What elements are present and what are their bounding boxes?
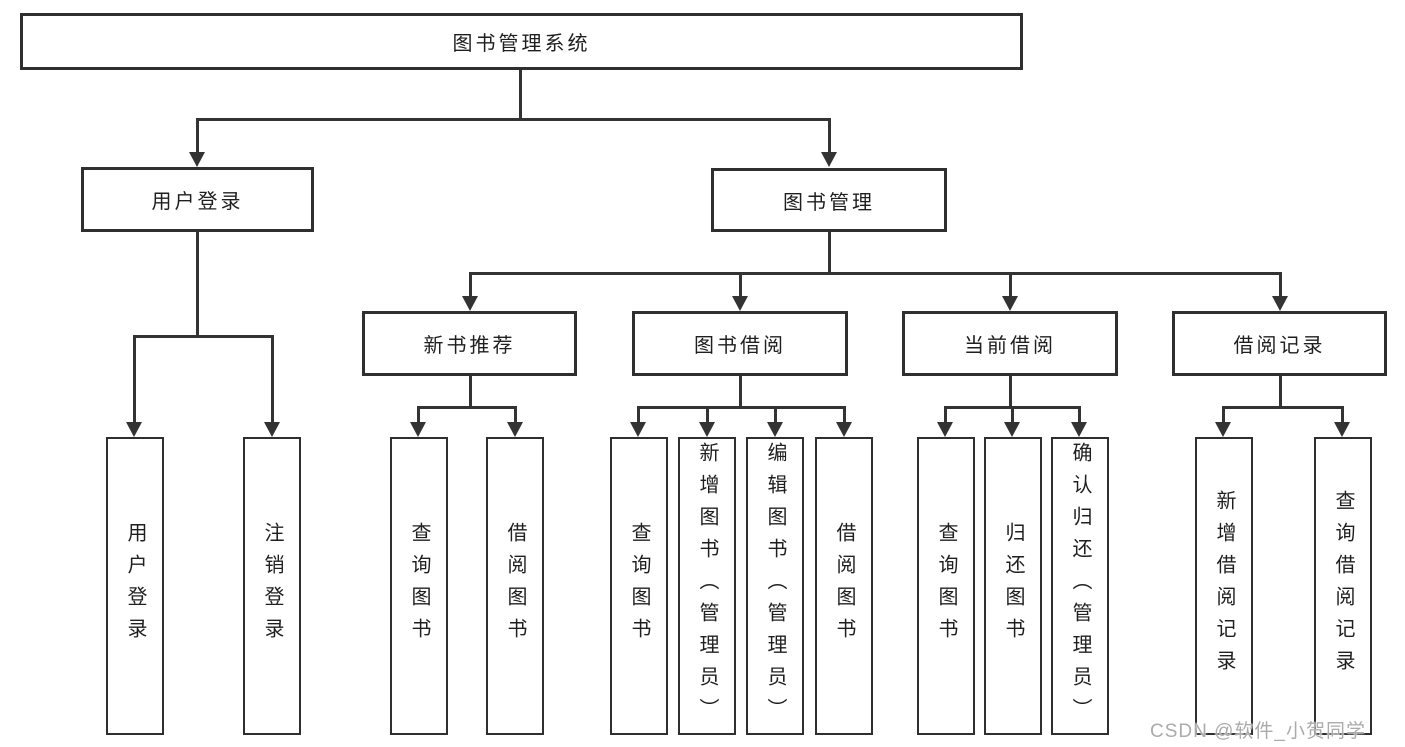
leaf-user-login: 用户登录 bbox=[106, 437, 164, 735]
leaf-borrow-book: 借阅图书 bbox=[815, 437, 873, 735]
connector-line bbox=[417, 406, 516, 409]
leaf-query-book: 查询图书 bbox=[917, 437, 975, 735]
connector-line bbox=[469, 272, 472, 298]
csdn-watermark: CSDN @软件_小贺同学 bbox=[1150, 721, 1366, 742]
connector-line bbox=[519, 70, 522, 118]
node-book-borrow: 图书借阅 bbox=[632, 311, 848, 376]
connector-line bbox=[133, 335, 273, 338]
arrow-down-icon bbox=[507, 422, 523, 437]
leaf-query-book-label: 查询图书 bbox=[408, 522, 430, 650]
connector-line bbox=[196, 118, 831, 121]
leaf-add-book-admin-label: 新增图书（管理员） bbox=[696, 442, 718, 730]
connector-line bbox=[1009, 376, 1012, 406]
leaf-borrow-book: 借阅图书 bbox=[486, 437, 544, 735]
leaf-query-borrow-record-label: 查询借阅记录 bbox=[1332, 490, 1354, 682]
connector-line bbox=[739, 272, 742, 298]
leaf-user-login-label: 用户登录 bbox=[124, 522, 146, 650]
node-book-management: 图书管理 bbox=[711, 168, 947, 232]
arrow-down-icon bbox=[462, 296, 478, 311]
leaf-borrow-book-label: 借阅图书 bbox=[833, 522, 855, 650]
arrow-down-icon bbox=[410, 422, 426, 437]
node-borrow-records-label: 借阅记录 bbox=[1233, 335, 1326, 357]
leaf-edit-book-admin-label: 编辑图书（管理员） bbox=[764, 442, 786, 730]
leaf-add-borrow-record-label: 新增借阅记录 bbox=[1213, 490, 1235, 682]
node-current-borrow-label: 当前借阅 bbox=[964, 335, 1056, 357]
node-user-login-branch-label: 用户登录 bbox=[151, 191, 244, 213]
leaf-edit-book-admin: 编辑图书（管理员） bbox=[746, 437, 804, 735]
leaf-query-book: 查询图书 bbox=[610, 437, 668, 735]
connector-line bbox=[944, 406, 947, 424]
arrow-down-icon bbox=[264, 422, 280, 437]
connector-line bbox=[1009, 272, 1012, 298]
node-user-login-branch: 用户登录 bbox=[81, 167, 314, 232]
arrow-down-icon bbox=[821, 152, 837, 167]
connector-line bbox=[1011, 406, 1014, 424]
arrow-down-icon bbox=[1004, 422, 1020, 437]
node-new-book-recommend: 新书推荐 bbox=[362, 311, 577, 376]
node-book-borrow-label: 图书借阅 bbox=[694, 335, 786, 357]
arrow-down-icon bbox=[189, 152, 205, 167]
node-borrow-records: 借阅记录 bbox=[1172, 311, 1387, 376]
connector-line bbox=[1222, 406, 1225, 424]
connector-line bbox=[1078, 406, 1081, 424]
connector-line bbox=[271, 335, 274, 424]
connector-line bbox=[1222, 406, 1343, 409]
arrow-down-icon bbox=[732, 296, 748, 311]
leaf-return-book-label: 归还图书 bbox=[1002, 522, 1024, 650]
node-new-book-recommend-label: 新书推荐 bbox=[423, 335, 516, 357]
leaf-confirm-return-admin: 确认归还（管理员） bbox=[1051, 437, 1109, 735]
connector-line bbox=[417, 406, 420, 424]
leaf-add-book-admin: 新增图书（管理员） bbox=[678, 437, 736, 735]
leaf-query-borrow-record: 查询借阅记录 bbox=[1314, 437, 1372, 735]
leaf-borrow-book-label: 借阅图书 bbox=[504, 522, 526, 650]
arrow-down-icon bbox=[1071, 422, 1087, 437]
connector-line bbox=[739, 376, 742, 406]
leaf-query-book-label: 查询图书 bbox=[935, 522, 957, 650]
arrow-down-icon bbox=[699, 422, 715, 437]
leaf-confirm-return-admin-label: 确认归还（管理员） bbox=[1069, 442, 1091, 730]
leaf-query-book-label: 查询图书 bbox=[628, 522, 650, 650]
leaf-return-book: 归还图书 bbox=[984, 437, 1042, 735]
connector-line bbox=[469, 376, 472, 406]
arrow-down-icon bbox=[836, 422, 852, 437]
arrow-down-icon bbox=[1002, 296, 1018, 311]
connector-line bbox=[828, 232, 831, 272]
leaf-logout: 注销登录 bbox=[243, 437, 301, 735]
connector-line bbox=[1341, 406, 1344, 424]
leaf-query-book: 查询图书 bbox=[390, 437, 448, 735]
node-library-system-label: 图书管理系统 bbox=[452, 33, 591, 55]
connector-line bbox=[774, 406, 777, 424]
connector-line bbox=[469, 272, 1281, 275]
connector-line bbox=[196, 118, 199, 154]
connector-line bbox=[133, 335, 136, 424]
connector-line bbox=[196, 232, 199, 335]
arrow-down-icon bbox=[630, 422, 646, 437]
connector-line bbox=[637, 406, 640, 424]
connector-line bbox=[843, 406, 846, 424]
arrow-down-icon bbox=[767, 422, 783, 437]
connector-line bbox=[637, 406, 845, 409]
node-current-borrow: 当前借阅 bbox=[902, 311, 1118, 376]
arrow-down-icon bbox=[1334, 422, 1350, 437]
arrow-down-icon bbox=[1272, 296, 1288, 311]
arrow-down-icon bbox=[126, 422, 142, 437]
node-book-management-label: 图书管理 bbox=[783, 191, 875, 214]
connector-line bbox=[828, 118, 831, 154]
leaf-logout-label: 注销登录 bbox=[261, 522, 283, 650]
leaf-add-borrow-record: 新增借阅记录 bbox=[1195, 437, 1253, 735]
connector-line bbox=[1279, 272, 1282, 298]
connector-line bbox=[514, 406, 517, 424]
arrow-down-icon bbox=[1215, 422, 1231, 437]
connector-line bbox=[706, 406, 709, 424]
connector-line bbox=[1279, 376, 1282, 406]
node-library-system: 图书管理系统 bbox=[20, 13, 1023, 70]
arrow-down-icon bbox=[937, 422, 953, 437]
